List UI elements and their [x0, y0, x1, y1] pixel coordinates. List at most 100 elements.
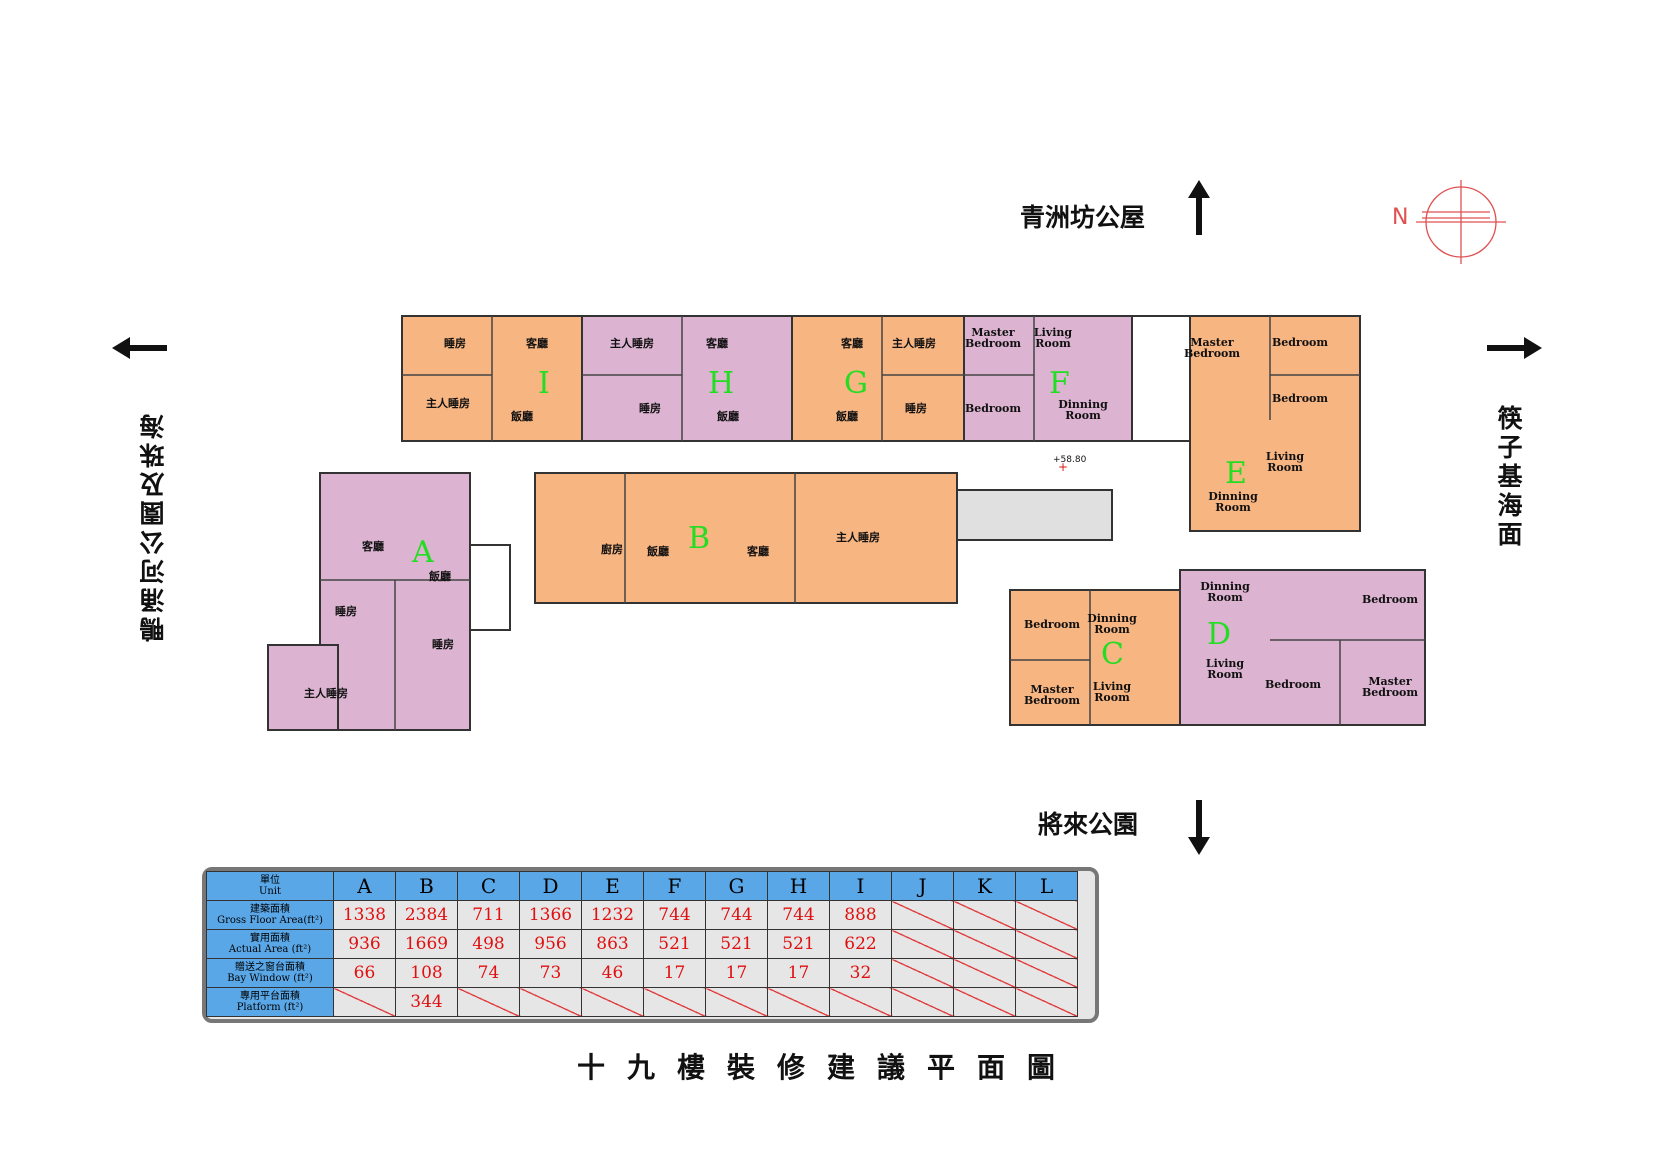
- table-cell: 66: [333, 958, 396, 988]
- lift-lobby: [956, 489, 1113, 541]
- table-cell: 344: [395, 987, 458, 1017]
- table-cell: 863: [581, 929, 644, 959]
- table-cell-empty: [767, 987, 830, 1017]
- compass-north-label: N: [1392, 205, 1408, 230]
- unit-f-block: [963, 315, 1133, 442]
- table-cell-empty: [1015, 987, 1078, 1017]
- column-header: L: [1015, 871, 1078, 901]
- table-cell: 17: [643, 958, 706, 988]
- room-label-h-0: 主人睡房: [610, 336, 654, 350]
- south-direction-label: 將來公園: [1038, 810, 1139, 839]
- unit-label-e: E: [1225, 456, 1247, 491]
- table-cell-empty: [1015, 929, 1078, 959]
- level-mark-cross: +: [1058, 460, 1068, 474]
- north-direction-label: 青洲坊公屋: [1020, 203, 1146, 232]
- room-label-h-2: 睡房: [639, 401, 661, 415]
- table-cell: 108: [395, 958, 458, 988]
- table-cell: 73: [519, 958, 582, 988]
- table-cell-empty: [457, 987, 520, 1017]
- table-cell-empty: [643, 987, 706, 1017]
- table-cell: 744: [767, 900, 830, 930]
- room-label-g-1: 主人睡房: [892, 336, 936, 350]
- table-cell: 1232: [581, 900, 644, 930]
- west-arrow-icon: [112, 337, 167, 359]
- east-arrow-icon: [1487, 337, 1542, 359]
- table-cell: 32: [829, 958, 892, 988]
- table-cell: 711: [457, 900, 520, 930]
- table-cell: 521: [705, 929, 768, 959]
- column-header: G: [705, 871, 768, 901]
- table-cell-empty: [891, 987, 954, 1017]
- room-label-a-4: 主人睡房: [304, 686, 348, 700]
- table-cell-empty: [891, 958, 954, 988]
- column-header: H: [767, 871, 830, 901]
- column-header: B: [395, 871, 458, 901]
- table-cell: 1338: [333, 900, 396, 930]
- unit-b-block: [534, 472, 958, 604]
- table-cell: 744: [705, 900, 768, 930]
- unit-label-f: F: [1049, 366, 1070, 401]
- column-header: K: [953, 871, 1016, 901]
- unit-label-c: C: [1101, 637, 1124, 672]
- north-arrow-icon: [1188, 180, 1210, 235]
- room-label-i-2: 主人睡房: [426, 396, 470, 410]
- column-header: A: [333, 871, 396, 901]
- room-label-a-0: 客廳: [361, 539, 384, 553]
- west-direction-label: 鴨涌河公園及珠海: [139, 410, 168, 642]
- table-cell: 521: [643, 929, 706, 959]
- room-label-a-1: 飯廳: [428, 569, 451, 583]
- room-label-b-1: 飯廳: [646, 544, 669, 558]
- column-header: I: [829, 871, 892, 901]
- table-cell: 17: [767, 958, 830, 988]
- east-direction-label: 筷子基海面: [1494, 405, 1523, 550]
- table-cell: 2384: [395, 900, 458, 930]
- room-label-h-3: 飯廳: [716, 409, 739, 423]
- room-label-e-1: Bedroom: [1272, 336, 1328, 349]
- south-arrow-icon: [1188, 800, 1210, 855]
- room-label-i-1: 客廳: [525, 336, 548, 350]
- table-cell: 1366: [519, 900, 582, 930]
- column-header: C: [457, 871, 520, 901]
- unit-label-b: B: [688, 521, 710, 556]
- room-label-i-3: 飯廳: [510, 409, 533, 423]
- room-label-h-1: 客廳: [705, 336, 728, 350]
- table-cell: 1669: [395, 929, 458, 959]
- partitions: [320, 316, 1425, 730]
- table-cell: 622: [829, 929, 892, 959]
- top-wing: [267, 315, 1426, 731]
- room-label-b-2: 客廳: [746, 544, 769, 558]
- table-cell: 521: [767, 929, 830, 959]
- table-cell-empty: [581, 987, 644, 1017]
- unit-h-block: [581, 315, 793, 442]
- table-cell-empty: [891, 929, 954, 959]
- unit-label-g: G: [844, 366, 868, 401]
- table-cell: 888: [829, 900, 892, 930]
- room-label-d-3: Bedroom: [1362, 593, 1418, 606]
- unit-g-block: [791, 315, 965, 442]
- stair-a: [469, 544, 511, 631]
- room-label-g-0: 客廳: [840, 336, 863, 350]
- column-header: J: [891, 871, 954, 901]
- table-cell: 498: [457, 929, 520, 959]
- table-cell-empty: [953, 958, 1016, 988]
- room-label-a-2: 睡房: [335, 604, 357, 618]
- column-header: F: [643, 871, 706, 901]
- table-cell-empty: [1015, 900, 1078, 930]
